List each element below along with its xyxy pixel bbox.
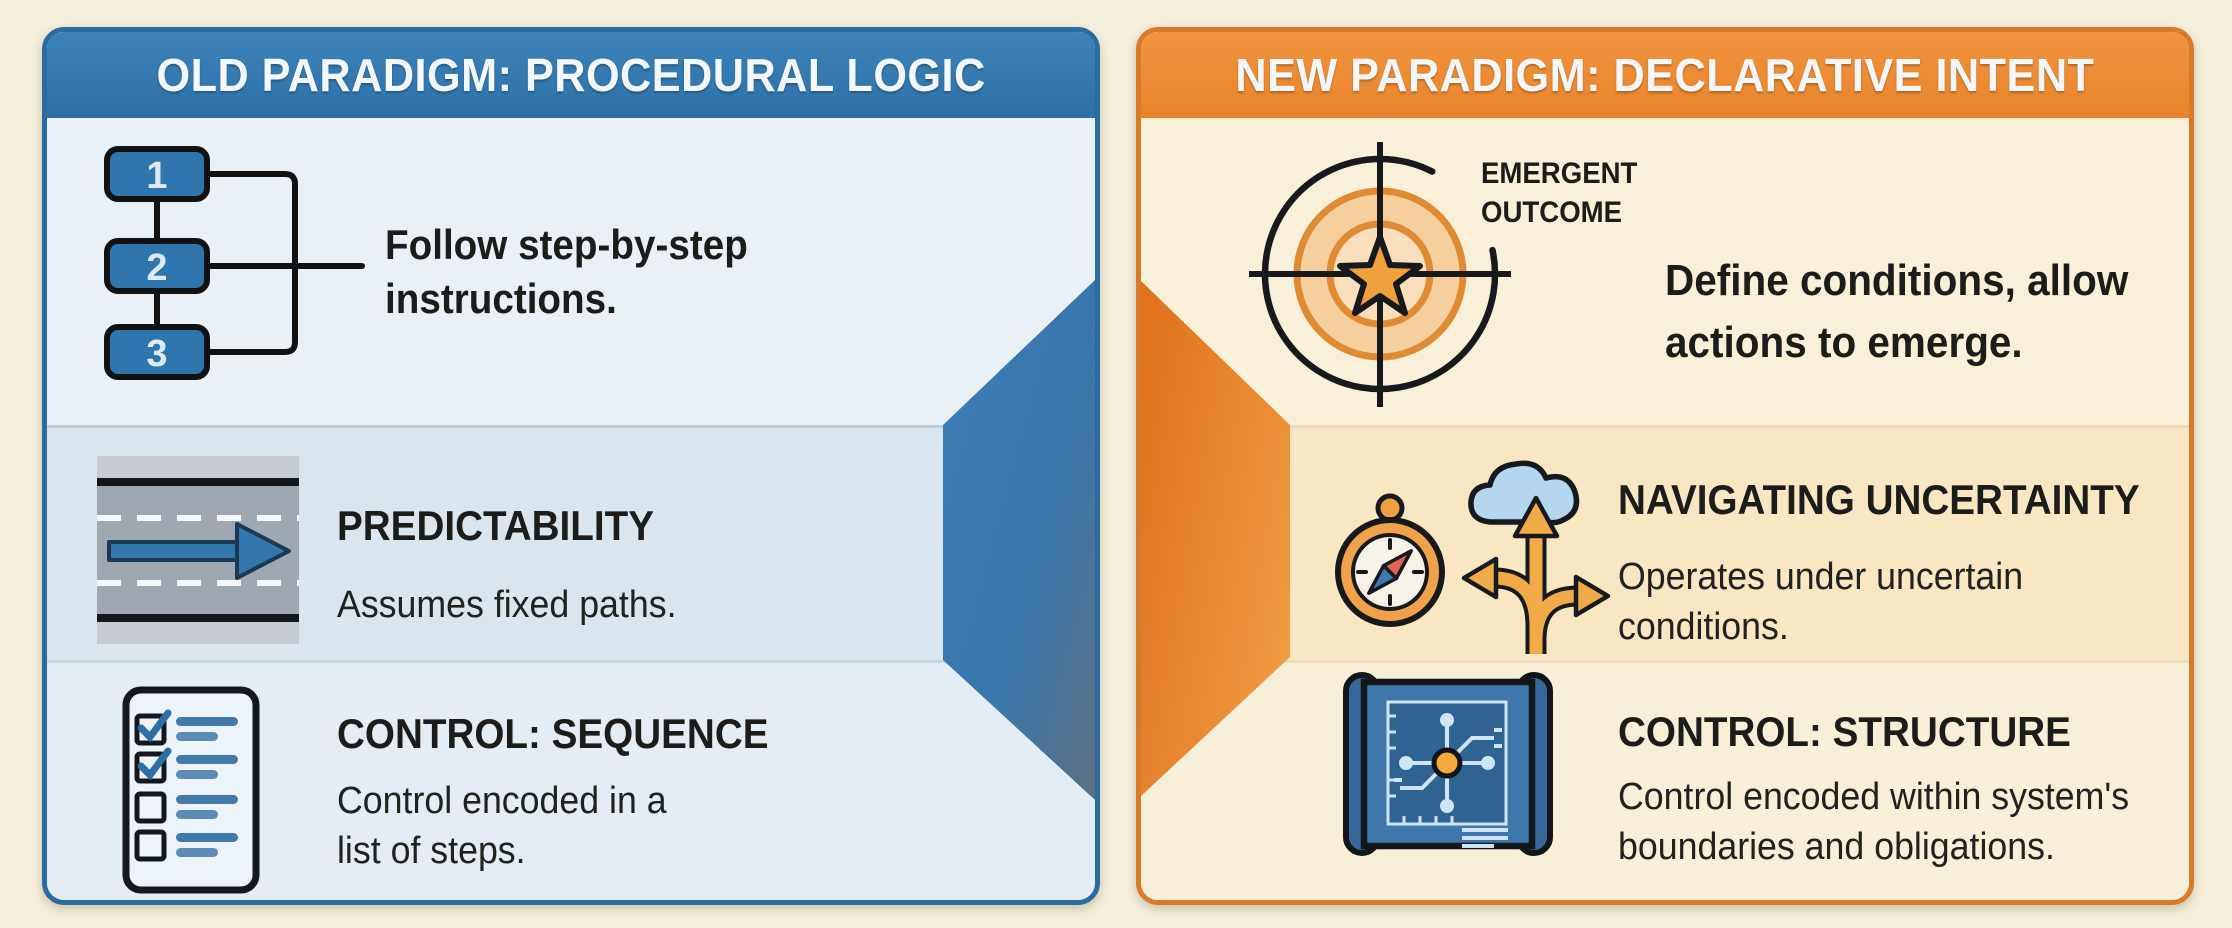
uncertainty-line2: conditions.	[1618, 606, 1789, 648]
old-paradigm-panel: OLD PARADIGM: PROCEDURAL LOGIC 1 2 3 Fol…	[42, 27, 1100, 905]
old-row-instructions	[47, 118, 1095, 425]
checklist-icon	[122, 686, 260, 894]
new-row-uncertainty	[1141, 425, 2189, 660]
predictability-heading: PREDICTABILITY	[337, 502, 654, 549]
control-sequence-heading: CONTROL: SEQUENCE	[337, 710, 769, 757]
old-paradigm-header: OLD PARADIGM: PROCEDURAL LOGIC	[47, 32, 1095, 121]
new-paradigm-panel: NEW PARADIGM: DECLARATIVE INTENT EMERGEN…	[1136, 27, 2194, 905]
old-row1-line2: instructions.	[385, 275, 617, 322]
flowchart-steps-icon: 1 2 3	[104, 146, 365, 380]
flow-step-2-label: 2	[146, 247, 167, 289]
new-paradigm-header: NEW PARADIGM: DECLARATIVE INTENT	[1141, 32, 2189, 121]
control-structure-subtext: Control encoded within system's boundari…	[1618, 772, 2129, 872]
control-sequence-line1: Control encoded in a	[337, 780, 667, 822]
structure-line1: Control encoded within system's	[1618, 776, 2130, 818]
old-row1-text: Follow step-by-step instructions.	[385, 218, 748, 326]
old-row1-line1: Follow step-by-step	[385, 221, 748, 268]
new-row1-line1: Define conditions, allow	[1665, 256, 2129, 305]
emergent-outcome-label: EMERGENT OUTCOME	[1481, 154, 1637, 232]
new-paradigm-title: NEW PARADIGM: DECLARATIVE INTENT	[1235, 49, 2095, 101]
old-paradigm-title: OLD PARADIGM: PROCEDURAL LOGIC	[156, 49, 986, 101]
road-arrow-icon	[97, 456, 299, 644]
flow-step-1-label: 1	[146, 155, 167, 197]
new-row1-line2: actions to emerge.	[1665, 318, 2023, 367]
navigating-uncertainty-subtext: Operates under uncertain conditions.	[1618, 552, 2023, 652]
control-sequence-line2: list of steps.	[337, 830, 526, 872]
flow-step-3-label: 3	[146, 333, 167, 375]
blueprint-network-icon	[1343, 672, 1553, 856]
predictability-subtext: Assumes fixed paths.	[337, 584, 677, 626]
new-row-control	[1141, 660, 2189, 900]
new-row1-text: Define conditions, allow actions to emer…	[1665, 250, 2128, 374]
uncertainty-line1: Operates under uncertain	[1618, 556, 2024, 598]
emergent-outcome-line2: OUTCOME	[1481, 196, 1623, 229]
navigating-uncertainty-heading: NAVIGATING UNCERTAINTY	[1618, 476, 2140, 523]
compass-icon	[1335, 493, 1445, 627]
structure-line2: boundaries and obligations.	[1618, 826, 2055, 868]
emergent-outcome-line1: EMERGENT	[1481, 157, 1638, 190]
control-sequence-subtext: Control encoded in a list of steps.	[337, 776, 667, 876]
control-structure-heading: CONTROL: STRUCTURE	[1618, 708, 2071, 755]
target-star-icon	[1249, 142, 1511, 407]
cloud-branching-arrows-icon	[1461, 460, 1611, 654]
cloud-icon	[1468, 460, 1580, 526]
